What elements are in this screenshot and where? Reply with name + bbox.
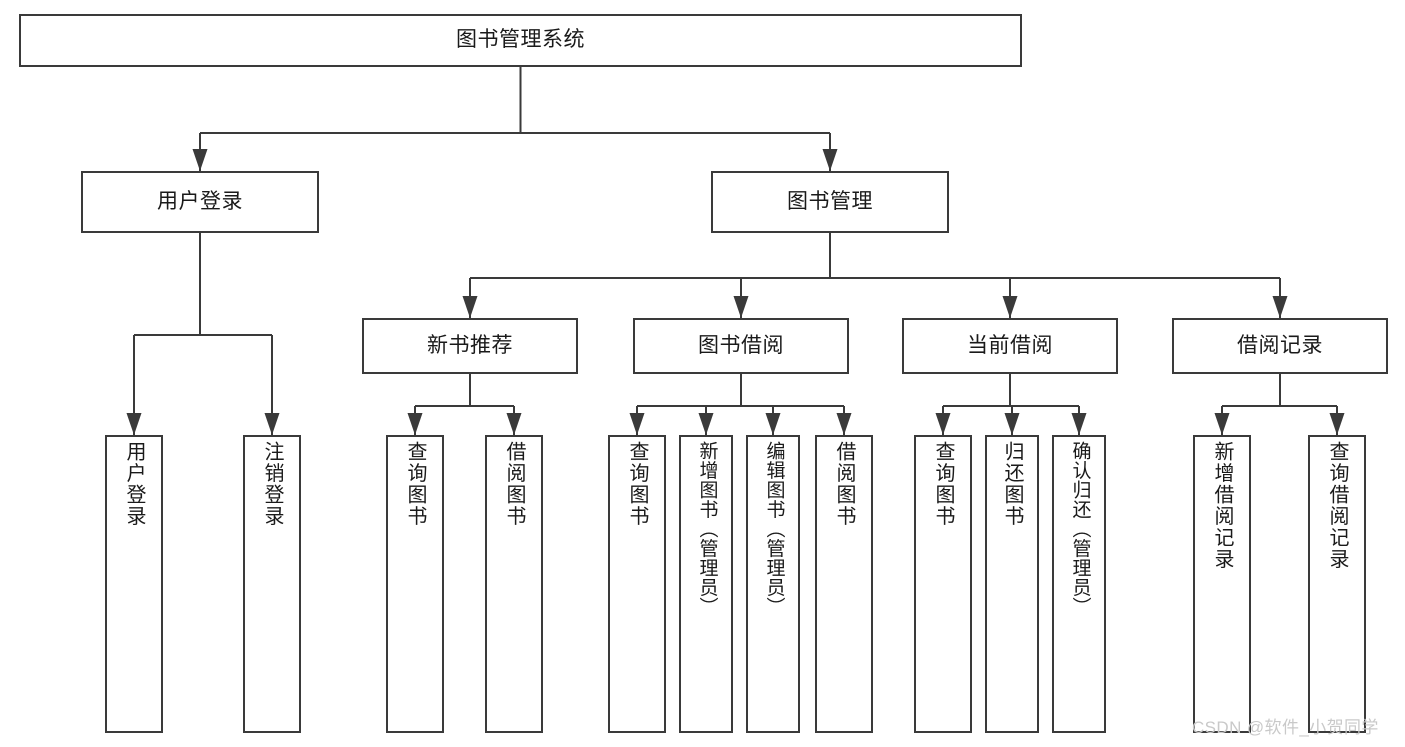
node-leaf-cur-2[interactable]: 归还图书 <box>985 435 1039 733</box>
node-label: 查询借阅记录 <box>1326 441 1348 570</box>
node-label: 查询图书 <box>404 441 426 527</box>
node-label: 图书借阅 <box>698 333 784 357</box>
node-newbook[interactable]: 新书推荐 <box>362 318 578 374</box>
node-label: 借阅图书 <box>833 441 855 527</box>
node-label: 注销登录 <box>261 441 283 527</box>
node-label: 借阅图书 <box>503 441 525 527</box>
node-label: 新增图书（管理员） <box>696 441 718 617</box>
node-label: 确认归还（管理员） <box>1069 441 1091 617</box>
node-label: 查询图书 <box>626 441 648 527</box>
node-label: 图书管理系统 <box>456 28 585 52</box>
node-label: 用户登录 <box>157 189 243 213</box>
node-leaf-new-1[interactable]: 查询图书 <box>386 435 444 733</box>
node-current[interactable]: 当前借阅 <box>902 318 1118 374</box>
node-label: 编辑图书（管理员） <box>763 441 785 617</box>
node-bookmgmt[interactable]: 图书管理 <box>711 171 949 233</box>
node-records[interactable]: 借阅记录 <box>1172 318 1388 374</box>
node-borrow[interactable]: 图书借阅 <box>633 318 849 374</box>
node-label: 新书推荐 <box>427 333 513 357</box>
node-leaf-login-1[interactable]: 用户登录 <box>105 435 163 733</box>
node-leaf-rec-1[interactable]: 新增借阅记录 <box>1193 435 1251 733</box>
node-leaf-bor-3[interactable]: 编辑图书（管理员） <box>746 435 800 733</box>
node-leaf-cur-3[interactable]: 确认归还（管理员） <box>1052 435 1106 733</box>
node-login[interactable]: 用户登录 <box>81 171 319 233</box>
node-leaf-new-2[interactable]: 借阅图书 <box>485 435 543 733</box>
node-leaf-login-2[interactable]: 注销登录 <box>243 435 301 733</box>
node-label: 新增借阅记录 <box>1211 441 1233 570</box>
node-leaf-cur-1[interactable]: 查询图书 <box>914 435 972 733</box>
node-label: 查询图书 <box>932 441 954 527</box>
node-label: 归还图书 <box>1001 441 1023 527</box>
node-leaf-bor-1[interactable]: 查询图书 <box>608 435 666 733</box>
node-leaf-bor-2[interactable]: 新增图书（管理员） <box>679 435 733 733</box>
node-label: 用户登录 <box>123 441 145 527</box>
node-label: 借阅记录 <box>1237 333 1323 357</box>
node-leaf-rec-2[interactable]: 查询借阅记录 <box>1308 435 1366 733</box>
node-leaf-bor-4[interactable]: 借阅图书 <box>815 435 873 733</box>
node-label: 图书管理 <box>787 189 873 213</box>
node-label: 当前借阅 <box>967 333 1053 357</box>
node-root[interactable]: 图书管理系统 <box>19 14 1022 67</box>
